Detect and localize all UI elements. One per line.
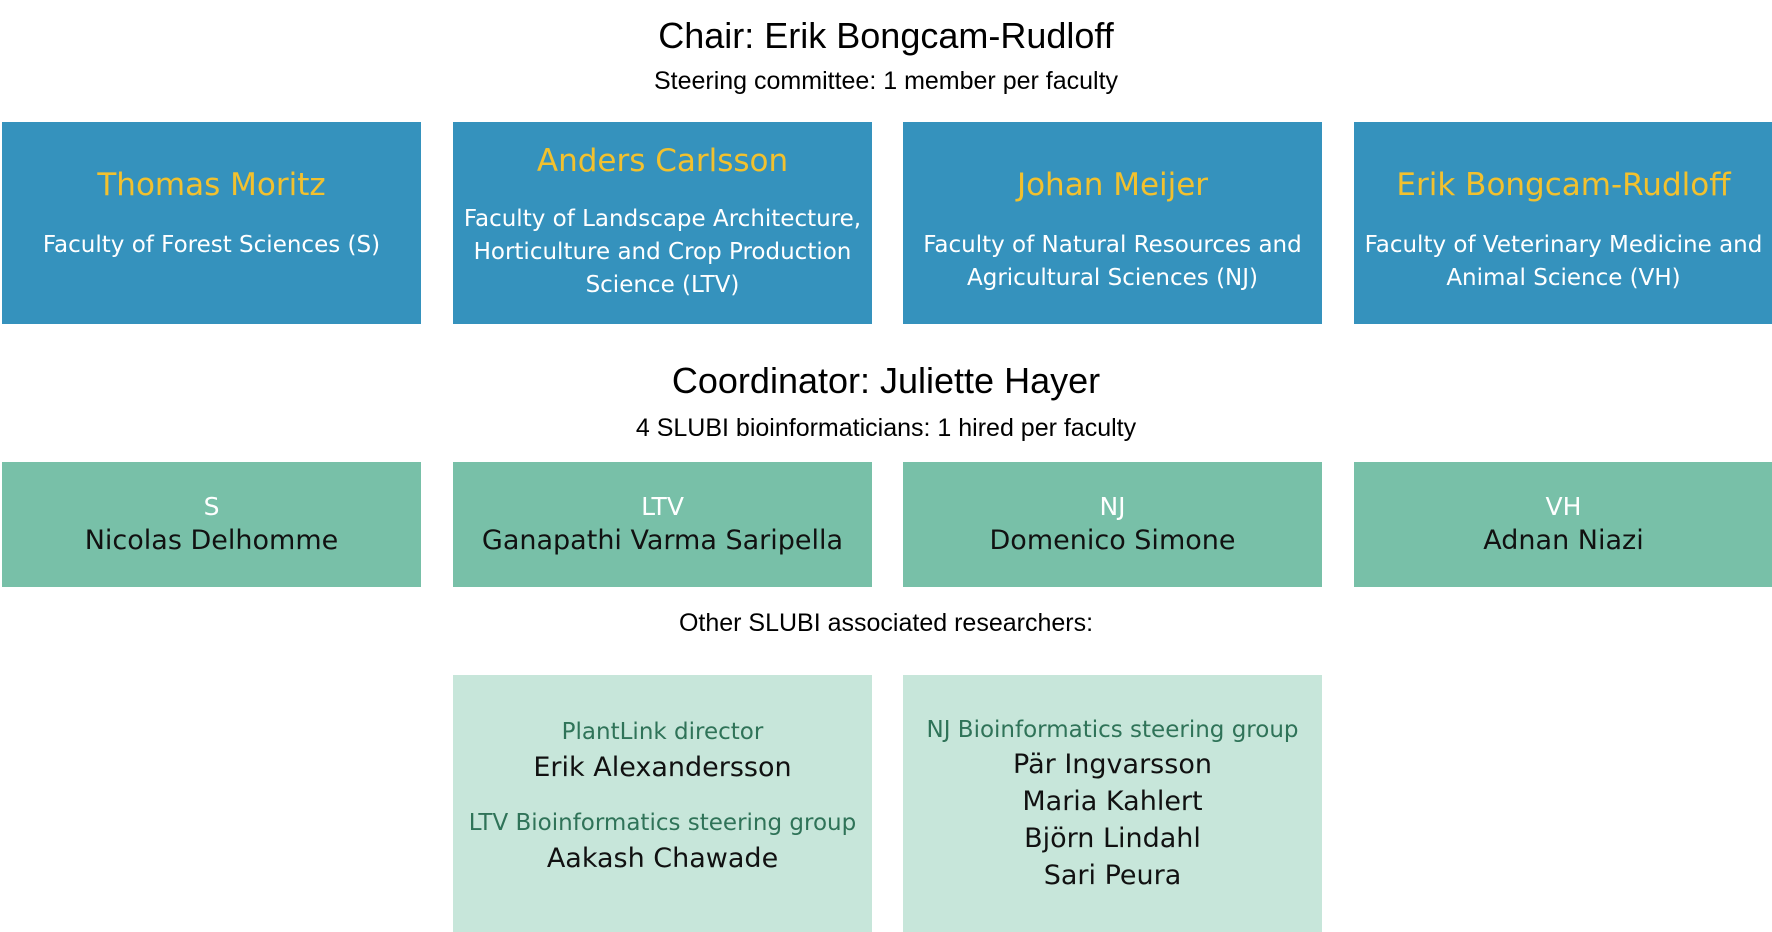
nj-steering-group-member: Maria Kahlert [1022,786,1203,817]
faculty-code: VH [1545,491,1582,521]
faculty-label: Faculty of Landscape Architecture, Horti… [463,206,862,298]
associated-box-nj: NJ Bioinformatics steering group Pär Ing… [903,675,1322,932]
nj-steering-group-member: Björn Lindahl [1024,823,1201,854]
plantlink-director-title: PlantLink director [561,719,764,745]
faculty-box-nj: Johan Meijer Faculty of Natural Resource… [903,122,1322,324]
steering-committee-subtitle: Steering committee: 1 member per faculty [653,67,1119,95]
faculty-label: Faculty of Veterinary Medicine and Anima… [1364,232,1763,291]
bioinformatician-name: Nicolas Delhomme [84,524,339,556]
ltv-steering-group-title: LTV Bioinformatics steering group [468,810,857,836]
bioinformatician-name: Ganapathi Varma Saripella [481,524,844,556]
bioinformaticians-subtitle: 4 SLUBI bioinformaticians: 1 hired per f… [635,414,1137,442]
bioinformatician-box-vh: VH Adnan Niazi [1354,462,1772,587]
plantlink-director-name: Erik Alexandersson [533,752,792,783]
faculty-code: NJ [1099,491,1126,521]
nj-steering-group-title: NJ Bioinformatics steering group [926,717,1299,743]
faculty-label: Faculty of Natural Resources and Agricul… [923,232,1302,291]
faculty-code: LTV [641,491,684,521]
faculty-member-name: Erik Bongcam-Rudloff [1396,167,1731,203]
associated-box-plantlink-ltv: PlantLink director Erik Alexandersson LT… [453,675,872,932]
chair-title: Chair: Erik Bongcam-Rudloff [658,15,1114,56]
nj-steering-group-member: Sari Peura [1043,860,1182,891]
faculty-member-name: Anders Carlsson [536,143,789,179]
bioinformatician-box-s: S Nicolas Delhomme [2,462,421,587]
faculty-box-s: Thomas Moritz Faculty of Forest Sciences… [2,122,421,324]
bioinformatician-name: Domenico Simone [989,524,1236,556]
faculty-box-vh: Erik Bongcam-Rudloff Faculty of Veterina… [1354,122,1772,324]
ltv-steering-group-member: Aakash Chawade [546,843,779,874]
bioinformatician-box-ltv: LTV Ganapathi Varma Saripella [453,462,872,587]
bioinformatician-box-nj: NJ Domenico Simone [903,462,1322,587]
faculty-member-name: Thomas Moritz [97,167,326,203]
faculty-code: S [203,491,220,521]
coordinator-title: Coordinator: Juliette Hayer [671,360,1101,401]
faculty-box-ltv: Anders Carlsson Faculty of Landscape Arc… [453,122,872,324]
faculty-member-name: Johan Meijer [1016,167,1209,203]
nj-steering-group-member: Pär Ingvarsson [1013,749,1212,780]
other-researchers-title: Other SLUBI associated researchers: [678,609,1094,637]
faculty-label: Faculty of Forest Sciences (S) [42,232,381,258]
bioinformatician-name: Adnan Niazi [1483,524,1644,556]
